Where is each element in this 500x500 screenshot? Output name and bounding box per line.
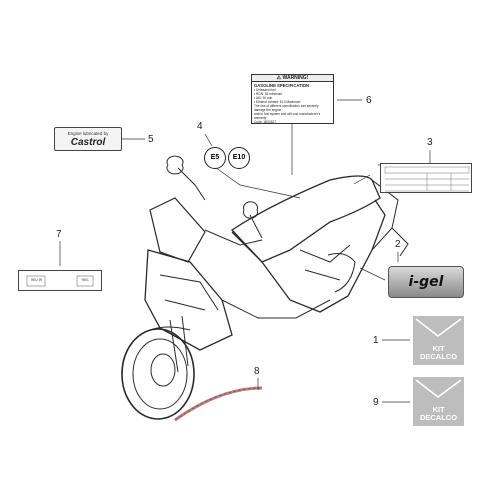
side-panel-lines: [299, 244, 351, 281]
kit-decal-envelope: KIT DECALCO: [413, 377, 464, 426]
oil-label: Engine lubricated by Castrol: [54, 127, 122, 151]
envelope-icon: [415, 379, 462, 399]
handlebar: [204, 229, 263, 246]
brake-disc: [150, 353, 176, 387]
front-wheel: [121, 328, 195, 420]
windscreen: [149, 197, 206, 263]
rim-decal-strip: [174, 386, 263, 422]
warning-line: • RON: 95 minimum: [254, 92, 283, 96]
warning-line: • Unleaded fuel: [254, 88, 276, 92]
callout-8: 8: [254, 366, 260, 377]
callout-2: 2: [395, 239, 401, 250]
kit-label: KIT: [432, 405, 445, 414]
front-fork: [169, 315, 189, 373]
front-fairing: [144, 249, 233, 351]
plate-grid: [384, 166, 470, 192]
gasoline-warning-label: ⚠ WARNING! GASOLINE SPECIFICATION • Unle…: [251, 74, 334, 124]
side-body: [231, 199, 386, 313]
small-id-plate: HEU 99 YB01: [18, 270, 102, 291]
kit-sublabel: DECALCO: [419, 352, 458, 361]
specification-plate: [380, 163, 472, 193]
right-mirror: [243, 201, 263, 239]
callout-9: 9: [373, 397, 379, 408]
callout-1: 1: [373, 335, 379, 346]
small-plate-left-text: HEU 99: [31, 278, 43, 282]
small-plate-boxes: [26, 275, 94, 287]
seat: [230, 175, 381, 263]
left-mirror: [166, 155, 206, 201]
warning-line: • Ethanol content: E10 Maximum: [254, 100, 301, 104]
kit-sublabel: DECALCO: [419, 413, 458, 422]
rim-decal-strip-edge: [174, 387, 263, 421]
warning-line: • AKI: 91 min: [254, 96, 273, 100]
front-rim: [132, 338, 188, 410]
floorboard: [221, 299, 331, 319]
callout-4: 4: [197, 121, 203, 132]
brand-badge-text: i-gel: [408, 274, 444, 290]
front-fender: [139, 326, 191, 336]
warning-title: GASOLINE SPECIFICATION: [254, 83, 310, 88]
rear-wheel-hint: [327, 253, 356, 293]
callout-3: 3: [427, 137, 433, 148]
kit-decal-envelope: KIT DECALCO: [413, 316, 464, 365]
callout-5: 5: [148, 134, 154, 145]
warning-header: ⚠ WARNING!: [252, 75, 333, 82]
warning-line: and/or fuel system and will void manufac…: [254, 112, 321, 120]
warning-line: The use of different specification can s…: [254, 104, 319, 112]
warning-code: Code: 1B00817: [254, 120, 277, 124]
castrol-logo: Castrol: [70, 137, 106, 148]
callout-6: 6: [366, 95, 372, 106]
oil-label-caption: Engine lubricated by: [67, 131, 109, 136]
brand-badge: i-gel: [388, 266, 464, 298]
small-plate-right-text: YB01: [81, 278, 89, 282]
envelope-icon: [415, 318, 462, 338]
rear-mudguard: [391, 227, 409, 257]
fuel-badge-e5: E5: [204, 147, 226, 169]
kit-label: KIT: [432, 344, 445, 353]
fuel-badge-e10: E10: [228, 147, 250, 169]
callout-7: 7: [56, 229, 62, 240]
fairing-lines: [159, 274, 219, 311]
